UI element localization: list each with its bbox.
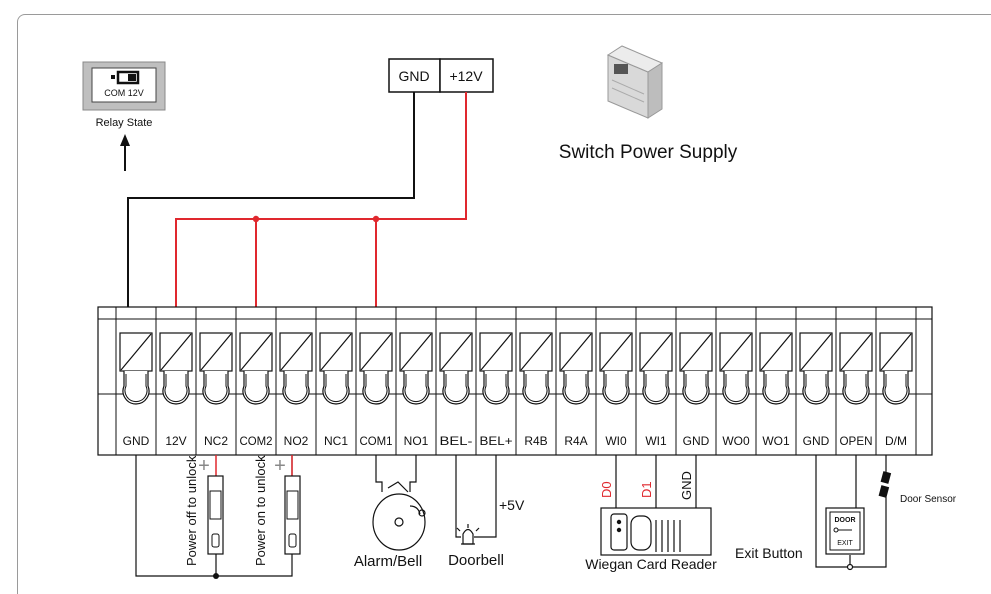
reader-d1-label: D1 [639,481,654,498]
exit-wiring [815,455,887,571]
lock-power-on-icon [284,475,301,555]
doorbell-wiring [455,455,497,538]
terminal-dm-19: D/M [879,307,917,455]
terminal-label: BEL+ [480,434,513,448]
terminal-12v-1: 12V [159,307,197,455]
terminal-label: R4B [524,434,547,448]
terminal-r4b-10: R4B [519,307,557,455]
terminal-label: GND [683,434,710,448]
lock-power-off-icon [207,475,224,555]
terminal-r4a-11: R4A [559,307,597,455]
terminal-wo0-15: WO0 [719,307,757,455]
alarm-bell-caption: Alarm/Bell [354,553,422,570]
terminal-strip: GND 12V NC2 COM2 NO2 NC1 COM1 NO1 BEL- BEL+ R4B R4A… [97,306,933,456]
terminal-label: D/M [885,434,907,448]
relay-state: COM 12V Relay State [82,61,166,171]
reader-d0-label: D0 [599,481,614,498]
terminal-label: 12V [165,434,186,448]
doorbell-icon [456,524,480,545]
power-supply-caption: Switch Power Supply [559,142,738,163]
terminal-label: WI0 [605,434,627,448]
terminal-wo1-16: WO1 [759,307,797,455]
terminal-wi1-13: WI1 [639,307,677,455]
power-terminal: GND +12V [388,58,494,93]
terminal-nc1-5: NC1 [319,307,357,455]
terminal-label: NC2 [204,434,228,448]
power-supply-icon [606,45,664,119]
terminal-com1-6: COM1 [359,307,397,455]
lock-power-on-label: Power on to unlock [253,455,268,566]
terminal-bel-9: BEL+ [479,307,517,455]
terminal-wi0-12: WI0 [599,307,637,455]
terminal-label: NO2 [284,434,309,448]
terminal-label: NC1 [324,434,348,448]
lock-power-off-label: Power off to unlock [184,455,199,566]
power-gnd-label: GND [398,68,429,84]
terminal-label: WO1 [762,434,790,448]
terminal-label: NO1 [404,434,429,448]
card-reader-caption: Wiegan Card Reader [585,556,717,572]
terminal-com2-3: COM2 [239,307,277,455]
supply-wires [127,92,467,308]
reader-gnd-label: GND [679,471,694,500]
lock-on-plus: + [274,455,286,477]
terminal-open-18: OPEN [839,307,877,455]
terminal-nc2-2: NC2 [199,307,237,455]
diagram-frame [17,14,991,594]
terminal-label: COM2 [240,434,273,448]
card-reader-icon [600,507,712,556]
doorbell-voltage: +5V [499,497,525,513]
reader-wiring [615,455,697,508]
relay-caption: Relay State [96,117,153,129]
terminal-label: BEL- [440,434,473,448]
terminal-bel-8: BEL- [439,307,477,455]
doorbell-caption: Doorbell [448,552,504,569]
power-12v-label: +12V [449,68,483,84]
exit-door-label: DOOR [835,517,856,524]
terminal-label: WO0 [722,434,750,448]
terminal-no1-7: NO1 [399,307,437,455]
alarm-bell-icon [372,455,426,551]
terminal-label: R4A [564,434,587,448]
terminal-label: COM1 [360,434,393,448]
terminal-gnd-0: GND [119,307,157,455]
relay-com-label: COM 12V [104,88,144,98]
terminal-label: GND [123,434,150,448]
door-sensor-caption: Door Sensor [900,494,957,505]
terminal-gnd-14: GND [679,307,717,455]
exit-button-caption: Exit Button [735,545,803,561]
lock-off-plus: + [198,455,210,477]
exit-button-icon: DOOR EXIT [825,507,865,555]
terminal-label: GND [803,434,830,448]
door-sensor-icon [878,455,892,498]
terminal-gnd-17: GND [799,307,837,455]
terminal-no2-4: NO2 [279,307,317,455]
terminal-label: WI1 [645,434,667,448]
terminal-label: OPEN [840,434,873,448]
exit-exit-label: EXIT [837,540,853,547]
